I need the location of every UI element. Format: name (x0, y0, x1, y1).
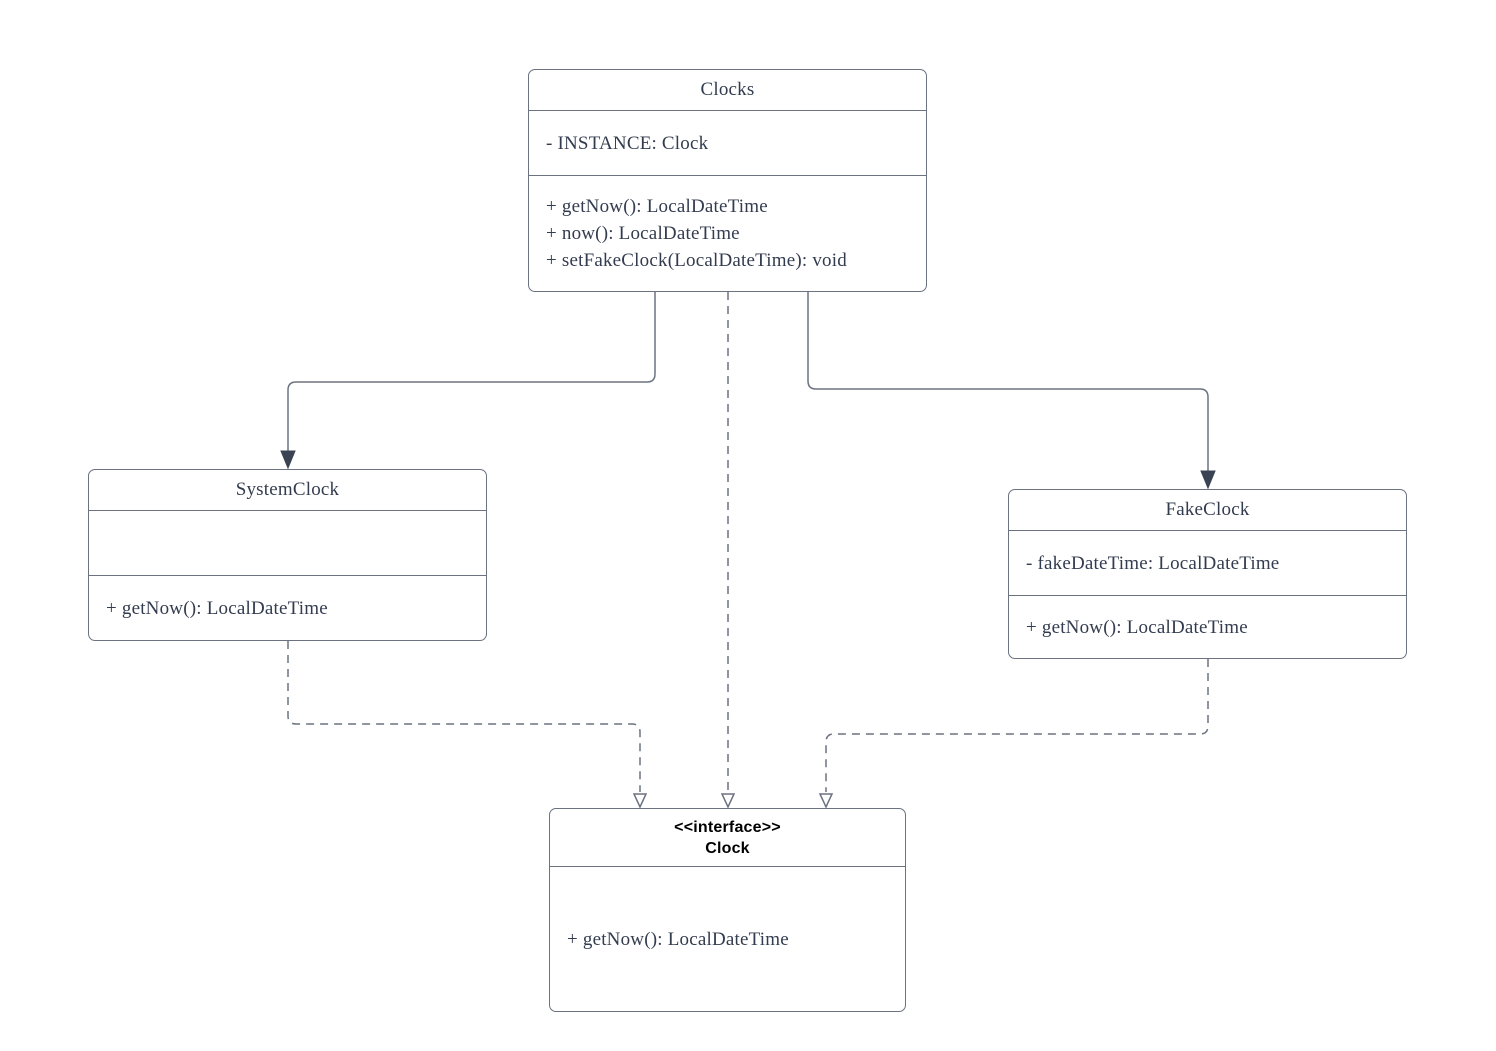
interface-title: Clock (705, 839, 750, 857)
arrowhead-filled-fakeclock (1200, 470, 1216, 490)
method-row: + getNow(): LocalDateTime (546, 196, 768, 217)
edge-clocks-to-fakeclock (807, 292, 1209, 473)
attribute-row: - INSTANCE: Clock (546, 132, 709, 154)
method-row: + setFakeClock(LocalDateTime): void (546, 250, 847, 271)
arrowhead-hollow-clocks (720, 793, 736, 809)
arrowhead-hollow-fakeclock (818, 793, 834, 809)
class-title-fakeclock: FakeClock (1009, 490, 1406, 531)
edge-systemclock-to-clock (287, 641, 641, 792)
class-box-fakeclock: FakeClock - fakeDateTime: LocalDateTime … (1008, 489, 1407, 659)
methods-section-clocks: + getNow(): LocalDateTime + now(): Local… (529, 176, 926, 291)
class-title-systemclock: SystemClock (89, 470, 486, 511)
edge-clocks-to-systemclock (287, 292, 656, 453)
method-row: + getNow(): LocalDateTime (567, 928, 789, 950)
method-row: + getNow(): LocalDateTime (1026, 616, 1248, 638)
interface-stereotype: <<interface>> (674, 818, 781, 836)
methods-section-clock-interface: + getNow(): LocalDateTime (550, 867, 905, 1011)
arrowhead-hollow-systemclock (632, 793, 648, 809)
class-title-clocks: Clocks (529, 70, 926, 111)
interface-box-clock: <<interface>> Clock + getNow(): LocalDat… (549, 808, 906, 1012)
method-row: + getNow(): LocalDateTime (106, 597, 328, 619)
class-box-systemclock: SystemClock + getNow(): LocalDateTime (88, 469, 487, 641)
method-row: + now(): LocalDateTime (546, 223, 740, 244)
attributes-section-fakeclock: - fakeDateTime: LocalDateTime (1009, 531, 1406, 596)
interface-header-clock: <<interface>> Clock (550, 809, 905, 867)
attribute-row: - fakeDateTime: LocalDateTime (1026, 552, 1280, 574)
methods-section-systemclock: + getNow(): LocalDateTime (89, 576, 486, 640)
arrowhead-filled-systemclock (280, 450, 296, 470)
edge-fakeclock-to-clock (825, 659, 1209, 792)
methods-section-fakeclock: + getNow(): LocalDateTime (1009, 596, 1406, 658)
attributes-section-systemclock (89, 511, 486, 576)
class-box-clocks: Clocks - INSTANCE: Clock + getNow(): Loc… (528, 69, 927, 292)
attributes-section-clocks: - INSTANCE: Clock (529, 111, 926, 176)
